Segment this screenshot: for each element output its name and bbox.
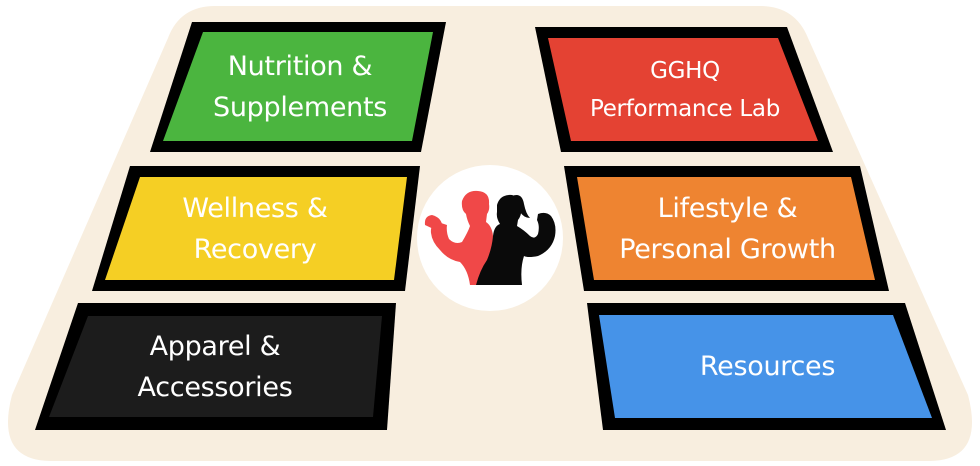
female-flexing-silhouette-icon bbox=[476, 194, 556, 285]
tile-performance-lab-label: GGHQ Performance Lab bbox=[589, 57, 781, 122]
tile-wellness[interactable]: Wellness & Recovery bbox=[110, 177, 400, 280]
tile-performance-lab[interactable]: GGHQ Performance Lab bbox=[555, 38, 815, 141]
tile-apparel[interactable]: Apparel & Accessories bbox=[55, 316, 375, 417]
tile-lifestyle[interactable]: Lifestyle & Personal Growth bbox=[580, 177, 875, 280]
tile-apparel-label: Apparel & Accessories bbox=[137, 330, 293, 403]
tile-resources[interactable]: Resources bbox=[610, 315, 925, 418]
tile-nutrition[interactable]: Nutrition & Supplements bbox=[165, 32, 435, 141]
tile-lifestyle-shape[interactable] bbox=[564, 166, 889, 291]
male-flexing-silhouette-icon bbox=[424, 190, 493, 285]
tile-apparel-shape[interactable] bbox=[35, 303, 396, 430]
tile-wellness-label: Wellness & Recovery bbox=[182, 192, 328, 265]
tile-resources-label: Resources bbox=[699, 351, 836, 382]
center-logo bbox=[417, 165, 563, 311]
tile-wellness-shape[interactable] bbox=[92, 166, 420, 291]
tile-performance-lab-shape[interactable] bbox=[535, 27, 833, 152]
tile-resources-shape[interactable] bbox=[587, 303, 946, 430]
tile-lifestyle-label: Lifestyle & Personal Growth bbox=[619, 192, 836, 265]
tile-nutrition-shape[interactable] bbox=[150, 22, 446, 152]
tile-nutrition-label: Nutrition & Supplements bbox=[212, 50, 388, 123]
